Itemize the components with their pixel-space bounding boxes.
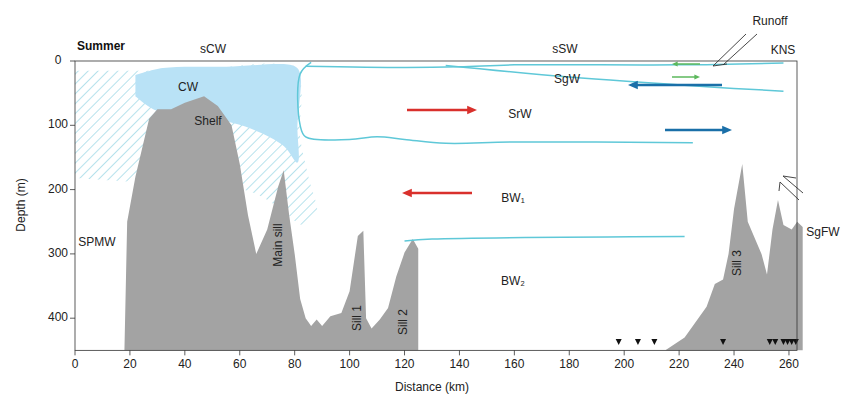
- x-tick: [624, 350, 625, 355]
- seafloor: [124, 96, 418, 350]
- x-tick-label: 60: [233, 359, 246, 372]
- y-tick: [70, 189, 75, 190]
- flow-arrowhead: [722, 126, 732, 134]
- mooring-marker: [720, 339, 726, 345]
- seafloor: [665, 164, 802, 350]
- x-tick-label: 160: [504, 359, 524, 372]
- flow-arrow: [665, 129, 725, 132]
- x-tick-label: 20: [123, 359, 136, 372]
- water-mass-label: SrW: [508, 108, 531, 121]
- sill-label: Sill 2: [397, 309, 410, 335]
- water-mass-boundary: [298, 62, 693, 143]
- water-mass-label: sSW: [552, 43, 577, 56]
- x-tick: [679, 350, 680, 355]
- x-tick: [734, 350, 735, 355]
- glacier-label: KNS: [771, 44, 796, 57]
- flow-arrow: [635, 84, 722, 87]
- source-label: Runoff: [752, 15, 787, 28]
- x-tick: [349, 350, 350, 355]
- y-tick-label: 200: [48, 183, 68, 196]
- x-tick: [239, 350, 240, 355]
- flow-arrow: [409, 192, 472, 195]
- mooring-marker: [616, 339, 622, 345]
- water-mass-boundary: [306, 63, 784, 68]
- x-tick: [514, 350, 515, 355]
- y-tick: [70, 318, 75, 319]
- x-tick: [569, 350, 570, 355]
- x-tick-label: 120: [395, 359, 415, 372]
- axis-title: Depth (m): [15, 178, 28, 231]
- water-mass-label: sCW: [200, 43, 226, 56]
- water-mass-label: SgW: [554, 73, 580, 86]
- flow-arrow: [672, 76, 696, 78]
- y-tick-label: 400: [48, 312, 68, 325]
- x-tick-label: 80: [288, 359, 301, 372]
- x-tick: [129, 350, 130, 355]
- x-tick-label: 0: [72, 359, 79, 372]
- y-tick: [70, 253, 75, 254]
- x-tick: [75, 350, 76, 355]
- plot-frame: [75, 61, 797, 350]
- water-mass-boundary: [405, 237, 685, 242]
- flow-arrowhead: [402, 189, 412, 197]
- flow-arrowhead: [628, 81, 638, 89]
- flow-arrow: [676, 63, 700, 65]
- water-mass-boundary: [446, 66, 784, 92]
- water-mass-label: BW₁: [501, 192, 524, 205]
- y-tick-label: 300: [48, 247, 68, 260]
- sill-label: Main sill: [272, 223, 285, 266]
- sgfw-marker: [779, 176, 803, 200]
- water-mass-label: BW₂: [501, 275, 525, 288]
- feature-label: Shelf: [194, 115, 221, 128]
- x-tick-label: 140: [449, 359, 469, 372]
- flow-arrowhead: [467, 106, 477, 114]
- water-mass-label: SPMW: [78, 236, 115, 249]
- water-mass-label: CW: [178, 81, 198, 94]
- x-tick-label: 200: [614, 359, 634, 372]
- x-tick-label: 260: [779, 359, 799, 372]
- x-tick: [184, 350, 185, 355]
- x-tick-label: 180: [559, 359, 579, 372]
- x-tick: [404, 350, 405, 355]
- flow-arrow: [407, 109, 470, 112]
- x-tick: [788, 350, 789, 355]
- x-tick-label: 40: [178, 359, 191, 372]
- y-tick-label: 0: [55, 54, 62, 67]
- panel-title: Summer: [77, 40, 125, 53]
- mooring-marker: [772, 339, 778, 345]
- x-tick: [294, 350, 295, 355]
- x-tick-label: 220: [669, 359, 689, 372]
- x-tick-label: 240: [724, 359, 744, 372]
- flow-arrowhead: [694, 75, 700, 80]
- x-tick-label: 100: [340, 359, 360, 372]
- y-tick: [70, 61, 75, 62]
- sill-label: Sill 3: [731, 250, 744, 276]
- y-tick: [70, 125, 75, 126]
- mooring-marker: [651, 339, 657, 345]
- mooring-marker: [793, 339, 799, 345]
- flow-arrowhead: [672, 62, 678, 67]
- mooring-marker: [767, 339, 773, 345]
- sill-label: Sill 1: [351, 305, 364, 331]
- source-label: SgFW: [806, 226, 839, 239]
- y-tick-label: 100: [48, 119, 68, 132]
- x-tick: [459, 350, 460, 355]
- axis-title: Distance (km): [395, 381, 469, 394]
- mooring-marker: [635, 339, 641, 345]
